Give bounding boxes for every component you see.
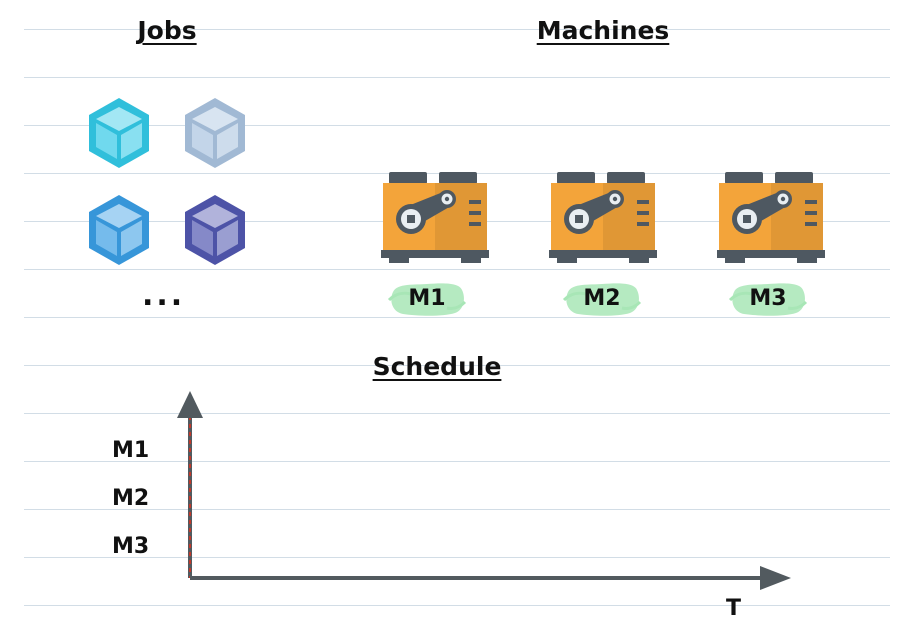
job-cube-blue	[86, 192, 152, 268]
more-jobs-ellipsis: ...	[142, 278, 186, 313]
machine-label-m2: M2	[562, 280, 642, 318]
schedule-row-label-m2: M2	[112, 486, 150, 511]
ruled-line	[24, 77, 890, 78]
ruled-line	[24, 557, 890, 558]
machine-label-text: M1	[408, 286, 446, 311]
ruled-line	[24, 365, 890, 366]
ruled-line	[24, 413, 890, 414]
y-axis-arrowhead	[177, 391, 203, 418]
label-highlight	[387, 280, 467, 318]
machine-icon	[549, 172, 657, 264]
ruled-line	[24, 269, 890, 270]
ruled-line	[24, 509, 890, 510]
machine-icon	[381, 172, 489, 264]
label-highlight	[562, 280, 642, 318]
job-cube-gray	[182, 95, 248, 171]
machine-icon	[717, 172, 825, 264]
schedule-row-label-m1: M1	[112, 438, 150, 463]
machines-heading: Machines	[536, 16, 670, 45]
ruled-line	[24, 125, 890, 126]
ruled-line	[24, 317, 890, 318]
schedule-row-label-m3: M3	[112, 534, 150, 559]
machine-label-m3: M3	[728, 280, 808, 318]
label-highlight	[728, 280, 808, 318]
schedule-heading: Schedule	[372, 352, 502, 381]
ruled-line	[24, 605, 890, 606]
job-cube-cyan	[86, 95, 152, 171]
job-cube-indigo	[182, 192, 248, 268]
ruled-line	[24, 461, 890, 462]
jobs-heading: Jobs	[137, 16, 197, 45]
time-axis-label: T	[726, 596, 742, 621]
x-axis-arrowhead	[760, 566, 791, 590]
ruled-line	[24, 29, 890, 30]
machine-label-m1: M1	[387, 280, 467, 318]
machine-label-text: M3	[749, 286, 787, 311]
machine-label-text: M2	[583, 286, 621, 311]
